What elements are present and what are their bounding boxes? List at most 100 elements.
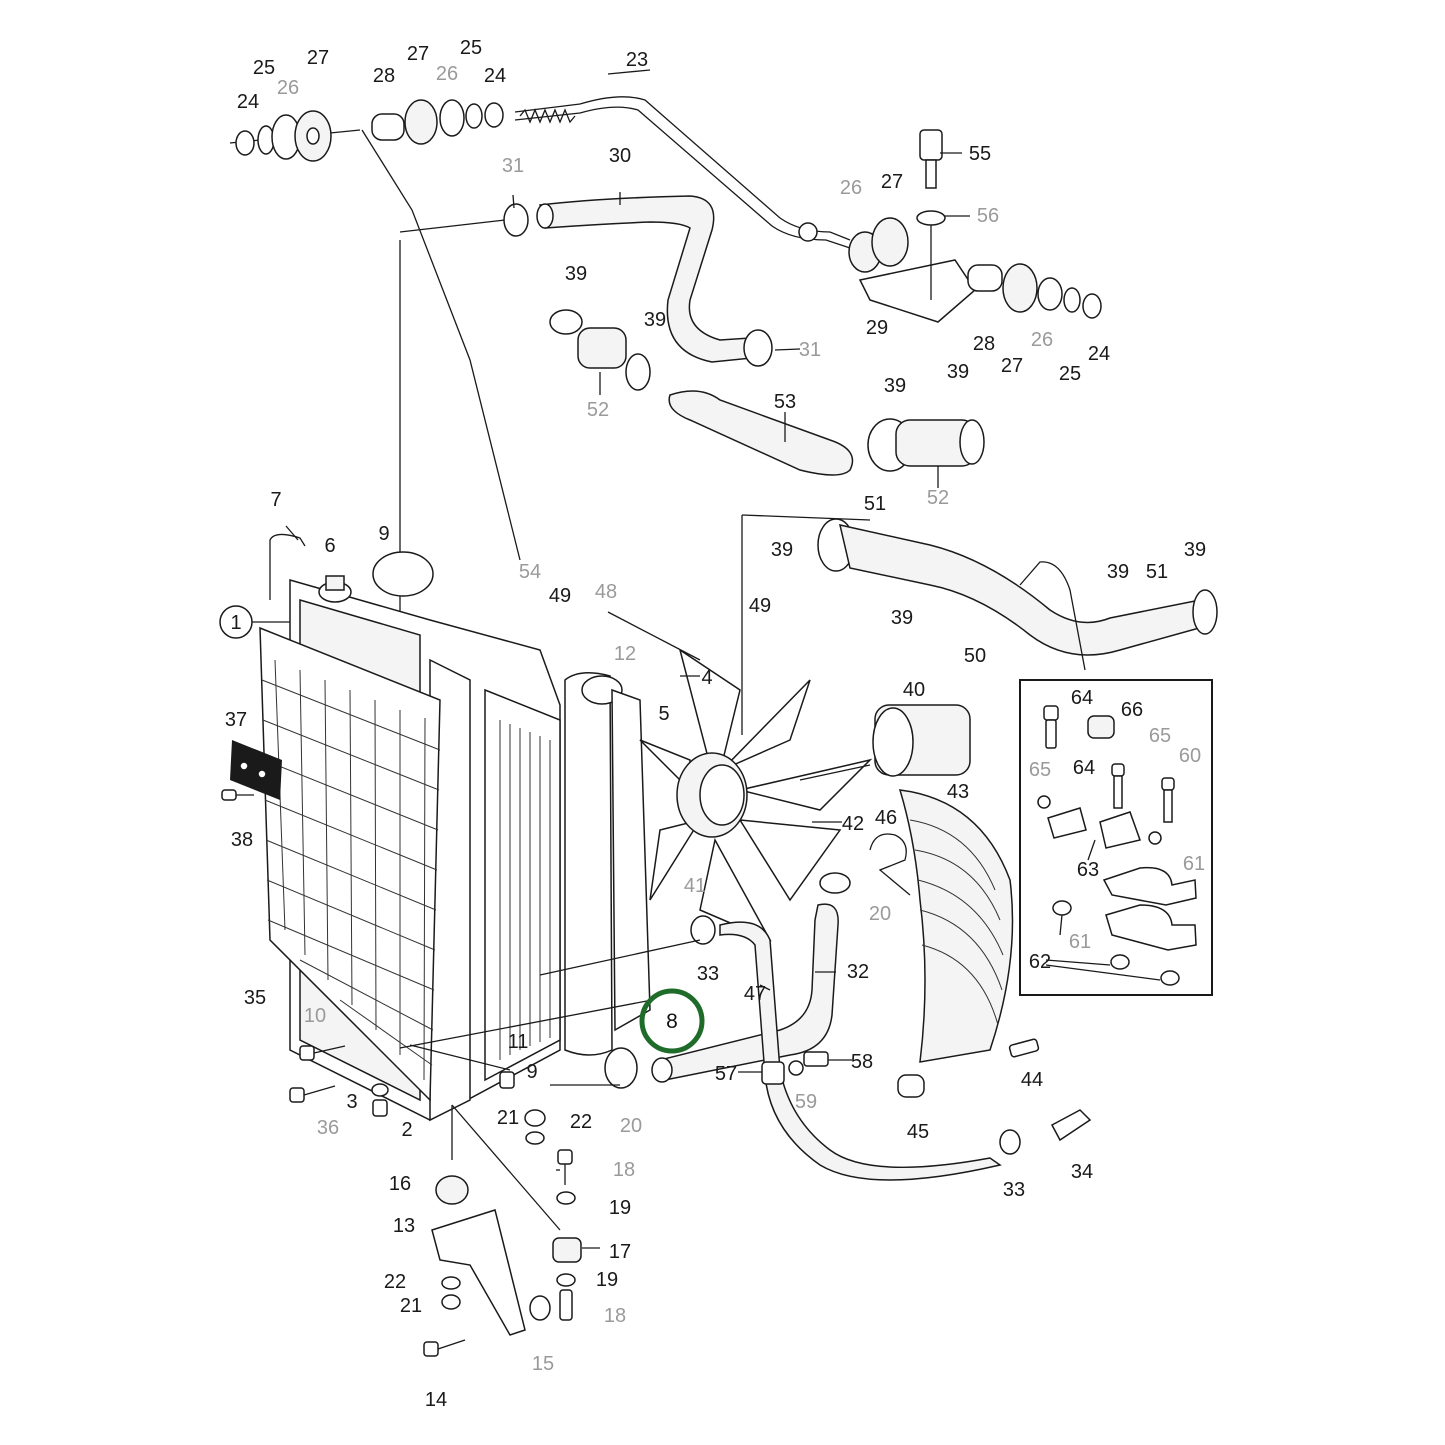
callout-23: 23 — [626, 49, 648, 71]
cooling-fan-42 — [639, 648, 873, 942]
fan-guard-43 — [898, 789, 1014, 1063]
callout-59: 59 — [795, 1091, 817, 1113]
callout-64: 64 — [1073, 757, 1095, 779]
callout-39: 39 — [771, 539, 793, 561]
callout-19: 19 — [596, 1269, 618, 1291]
callout-54: 54 — [519, 561, 541, 583]
hose-50-51 — [817, 518, 1218, 671]
callout-58: 58 — [851, 1051, 873, 1073]
callout-9: 9 — [526, 1061, 537, 1083]
callout-48: 48 — [595, 581, 617, 603]
callout-5: 5 — [658, 703, 669, 725]
callout-27: 27 — [1001, 355, 1023, 377]
callout-25: 25 — [253, 57, 275, 79]
callout-55: 55 — [969, 143, 991, 165]
callout-25: 25 — [460, 37, 482, 59]
callout-22: 22 — [570, 1111, 592, 1133]
strap-line-bold — [361, 129, 521, 561]
callout-35: 35 — [244, 987, 266, 1009]
callout-38: 38 — [231, 829, 253, 851]
filler-cap-6 — [318, 575, 352, 603]
callout-21: 21 — [497, 1107, 519, 1129]
fan-spacer-40 — [872, 704, 971, 777]
callout-40: 40 — [903, 679, 925, 701]
callout-19: 19 — [609, 1197, 631, 1219]
label-plate-37 — [230, 740, 282, 800]
hose-clamp-20 — [819, 872, 851, 894]
callout-31: 31 — [502, 155, 524, 177]
callout-24: 24 — [237, 91, 259, 113]
callout-8: 8 — [666, 1010, 678, 1033]
callout-3: 3 — [346, 1091, 357, 1113]
plug-58-59 — [788, 1051, 829, 1076]
callout-41: 41 — [684, 875, 706, 897]
bolt-44 — [1008, 1038, 1040, 1058]
callout-27: 27 — [881, 171, 903, 193]
upper-hose-30 — [503, 195, 773, 367]
sleeve-52-right — [867, 418, 985, 472]
callout-51: 51 — [1146, 561, 1168, 583]
callout-66: 66 — [1121, 699, 1143, 721]
callout-39: 39 — [644, 309, 666, 331]
callout-4: 4 — [701, 667, 712, 689]
callout-32: 32 — [847, 961, 869, 983]
callout-49: 49 — [549, 585, 571, 607]
overflow-pipe-7 — [269, 533, 306, 600]
callout-61: 61 — [1069, 931, 1091, 953]
callout-39: 39 — [884, 375, 906, 397]
callout-25: 25 — [1059, 363, 1081, 385]
bolts-lower-left — [289, 1045, 515, 1117]
callout-22: 22 — [384, 1271, 406, 1293]
highlight-ring — [639, 988, 705, 1054]
callout-26: 26 — [840, 177, 862, 199]
callout-30: 30 — [609, 145, 631, 167]
callout-63: 63 — [1077, 859, 1099, 881]
drain-tap-34 — [1050, 1109, 1092, 1142]
callout-39: 39 — [565, 263, 587, 285]
callout-61: 61 — [1183, 853, 1205, 875]
radiator-grille-35 — [259, 626, 441, 1102]
leader-lines — [252, 69, 1161, 1249]
callout-47: 47 — [744, 983, 766, 1005]
detail-inset-box — [1019, 679, 1213, 996]
lower-hose-32 — [651, 903, 839, 1083]
callout-6: 6 — [324, 535, 335, 557]
callout-52: 52 — [927, 487, 949, 509]
clamp-33-lower — [999, 1129, 1021, 1155]
radiator-fins — [499, 720, 551, 1060]
callout-27: 27 — [407, 43, 429, 65]
callout-31: 31 — [799, 339, 821, 361]
callout-34: 34 — [1071, 1161, 1093, 1183]
callout-12: 12 — [614, 643, 636, 665]
clamp-46 — [869, 833, 911, 896]
callout-56: 56 — [977, 205, 999, 227]
callout-20: 20 — [869, 903, 891, 925]
stay-rod — [514, 96, 851, 249]
mount-bracket-13 — [423, 1105, 551, 1357]
callout-15: 15 — [532, 1353, 554, 1375]
tee-57 — [761, 1061, 785, 1085]
callout-50: 50 — [964, 645, 986, 667]
clamp-33-upper — [690, 915, 716, 945]
engine-mount-left-stack — [229, 110, 361, 162]
callout-14: 14 — [425, 1389, 447, 1411]
callout-33: 33 — [1003, 1179, 1025, 1201]
callout-26: 26 — [436, 63, 458, 85]
callout-7: 7 — [270, 489, 281, 511]
callout-60: 60 — [1179, 745, 1201, 767]
callout-18: 18 — [604, 1305, 626, 1327]
callout-10: 10 — [304, 1005, 326, 1027]
callout-16: 16 — [389, 1173, 411, 1195]
callout-39: 39 — [1184, 539, 1206, 561]
callout-43: 43 — [947, 781, 969, 803]
callout-52: 52 — [587, 399, 609, 421]
callout-17: 17 — [609, 1241, 631, 1263]
callout-44: 44 — [1021, 1069, 1043, 1091]
callout-65: 65 — [1029, 759, 1051, 781]
bush-45 — [897, 1074, 925, 1098]
callout-1: 1 — [230, 612, 241, 634]
callout-37: 37 — [225, 709, 247, 731]
callout-29: 29 — [866, 317, 888, 339]
callout-39: 39 — [1107, 561, 1129, 583]
